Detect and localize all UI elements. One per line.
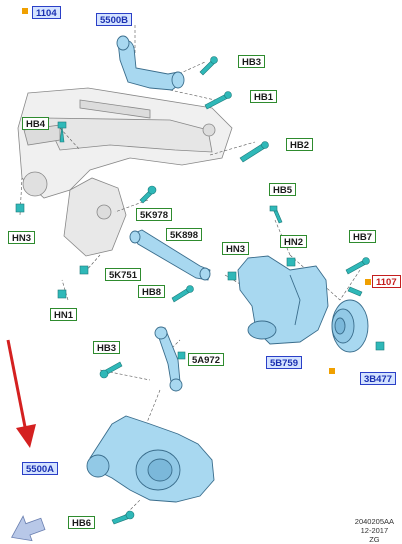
doc-code-suffix: ZG xyxy=(369,535,380,544)
bolt-1107 xyxy=(347,286,363,297)
bolts xyxy=(15,56,385,525)
bolt-5k751 xyxy=(79,265,89,275)
label-hb2[interactable]: HB2 xyxy=(286,138,314,151)
label-hb7[interactable]: HB7 xyxy=(349,230,377,243)
label-3b477[interactable]: 3B477 xyxy=(360,372,396,385)
arrow-left-icon xyxy=(11,515,46,542)
upper-control-arm-5500b xyxy=(116,35,185,91)
label-1104[interactable]: 1104 xyxy=(32,6,61,19)
arrow-down-left-icon xyxy=(6,339,36,448)
nut-hn2 xyxy=(286,257,296,267)
label-hb6[interactable]: HB6 xyxy=(68,516,96,529)
nut-3b477 xyxy=(375,341,385,351)
doc-code-number: 2040205AA xyxy=(354,517,394,526)
doc-code-date: 12-2017 xyxy=(360,526,389,535)
label-hn1[interactable]: HN1 xyxy=(50,308,78,321)
document-code: 2040205AA 12-2017 ZG xyxy=(355,517,394,544)
label-5b759[interactable]: 5B759 xyxy=(266,356,302,369)
label-hb1[interactable]: HB1 xyxy=(250,90,278,103)
nut-hn1 xyxy=(57,289,67,299)
marker-3b477 xyxy=(329,368,335,374)
nut-5a972 xyxy=(177,351,186,360)
knuckle-5500a xyxy=(86,415,215,503)
label-hn3-right[interactable]: HN3 xyxy=(222,242,250,255)
label-hb8[interactable]: HB8 xyxy=(138,285,166,298)
stabilizer-link-5a972 xyxy=(154,326,183,392)
label-5500a[interactable]: 5500A xyxy=(22,462,58,475)
nut-hn3-left xyxy=(15,203,25,213)
label-5k751[interactable]: 5K751 xyxy=(105,268,141,281)
label-5500b[interactable]: 5500B xyxy=(96,13,132,26)
knuckle-5b759 xyxy=(237,255,329,345)
label-5k898[interactable]: 5K898 xyxy=(166,228,202,241)
subframe xyxy=(17,87,233,257)
label-hn2[interactable]: HN2 xyxy=(280,235,308,248)
label-hb3-bottom[interactable]: HB3 xyxy=(93,341,121,354)
toe-link-5k898 xyxy=(129,229,211,281)
marker-1107 xyxy=(365,279,371,285)
nut-hn3-right xyxy=(227,271,237,281)
wheel-hub-1104 xyxy=(331,299,369,353)
label-hb3-top[interactable]: HB3 xyxy=(238,55,266,68)
label-hb4[interactable]: HB4 xyxy=(22,117,50,130)
marker-1104 xyxy=(22,8,28,14)
label-5k978[interactable]: 5K978 xyxy=(136,208,172,221)
label-1107[interactable]: 1107 xyxy=(372,275,401,288)
label-5a972[interactable]: 5A972 xyxy=(188,353,224,366)
label-hn3-left[interactable]: HN3 xyxy=(8,231,36,244)
bolt-hb2 xyxy=(239,143,266,163)
bolt-hb4 xyxy=(59,125,65,143)
label-hb5[interactable]: HB5 xyxy=(269,183,297,196)
